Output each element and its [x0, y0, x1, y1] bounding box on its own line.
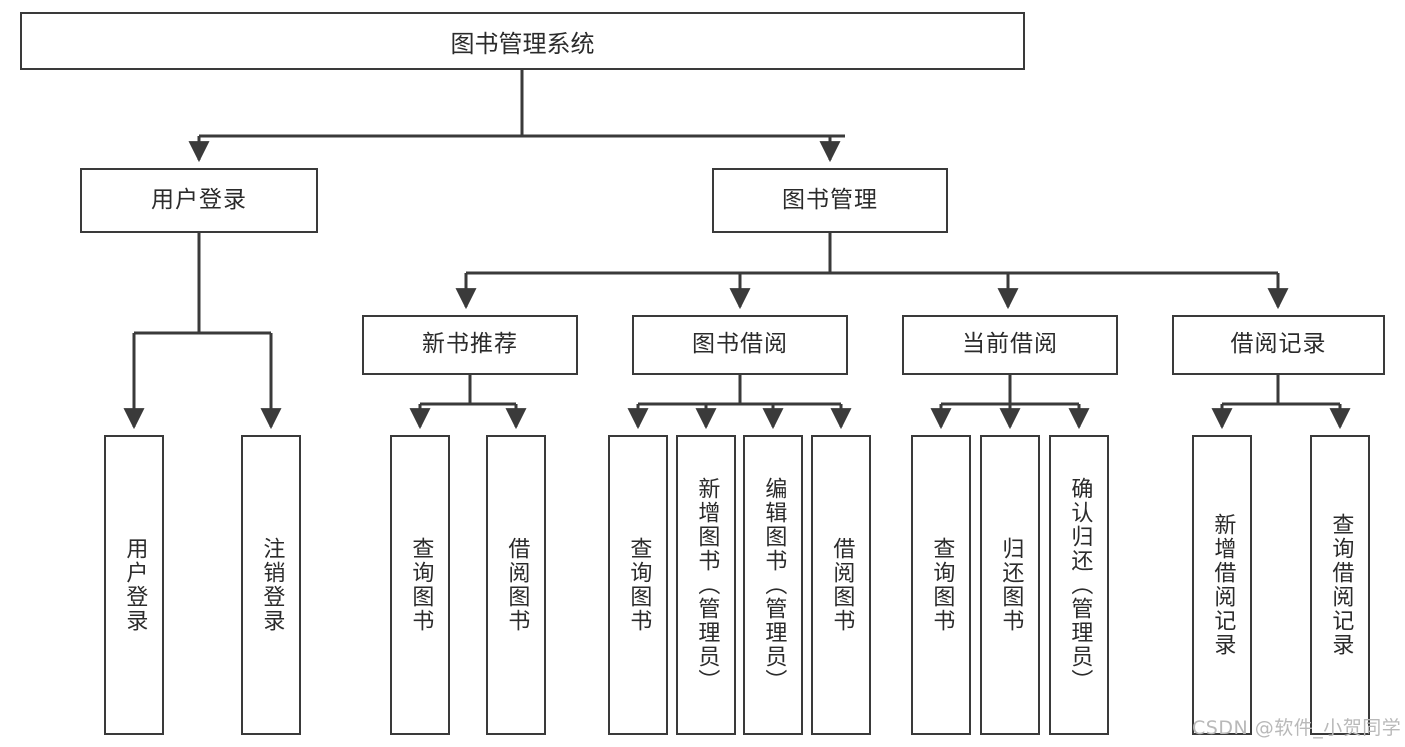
node-label: 借阅记录 [1230, 331, 1327, 358]
leaf-book-borrow-borrow-book[interactable]: 借阅图书 [811, 435, 871, 735]
node-book-borrow[interactable]: 图书借阅 [632, 315, 848, 375]
leaf-book-borrow-query-book[interactable]: 查询图书 [608, 435, 668, 735]
node-label: 新增图书（管理员） [694, 477, 720, 693]
node-label: 查询图书 [408, 537, 434, 633]
leaf-book-borrow-add-book[interactable]: 新增图书（管理员） [676, 435, 736, 735]
node-label: 新增借阅记录 [1210, 513, 1236, 657]
node-label: 借阅图书 [829, 537, 855, 633]
leaf-current-borrow-confirm-return[interactable]: 确认归还（管理员） [1049, 435, 1109, 735]
leaf-new-book-query-book[interactable]: 查询图书 [390, 435, 450, 735]
node-label: 用户登录 [151, 186, 247, 213]
node-label: 图书管理 [782, 186, 878, 213]
node-label: 借阅图书 [504, 537, 530, 633]
node-label: 确认归还（管理员） [1067, 477, 1093, 693]
leaf-book-borrow-edit-book[interactable]: 编辑图书（管理员） [743, 435, 803, 735]
node-root-system[interactable]: 图书管理系统 [20, 12, 1025, 70]
node-label: 用户登录 [122, 537, 148, 633]
node-book-management[interactable]: 图书管理 [712, 168, 948, 233]
node-label: 注销登录 [259, 537, 285, 633]
leaf-user-login-login[interactable]: 用户登录 [104, 435, 164, 735]
node-label: 图书管理系统 [450, 29, 595, 58]
node-label: 图书借阅 [692, 331, 788, 358]
leaf-new-book-borrow-book[interactable]: 借阅图书 [486, 435, 546, 735]
node-new-book-recommend[interactable]: 新书推荐 [362, 315, 578, 375]
leaf-borrow-records-query-record[interactable]: 查询借阅记录 [1310, 435, 1370, 735]
leaf-user-login-logout[interactable]: 注销登录 [241, 435, 301, 735]
leaf-current-borrow-query-book[interactable]: 查询图书 [911, 435, 971, 735]
node-label: 归还图书 [998, 537, 1024, 633]
node-label: 查询图书 [929, 537, 955, 633]
leaf-current-borrow-return-book[interactable]: 归还图书 [980, 435, 1040, 735]
csdn-watermark: CSDN @软件_小贺同学 [1192, 717, 1402, 739]
node-current-borrow[interactable]: 当前借阅 [902, 315, 1118, 375]
leaf-borrow-records-add-record[interactable]: 新增借阅记录 [1192, 435, 1252, 735]
node-user-login[interactable]: 用户登录 [80, 168, 318, 233]
node-label: 查询借阅记录 [1328, 513, 1354, 657]
node-label: 查询图书 [626, 537, 652, 633]
node-label: 编辑图书（管理员） [761, 477, 787, 693]
node-borrow-records[interactable]: 借阅记录 [1172, 315, 1385, 375]
node-label: 当前借阅 [962, 331, 1058, 358]
node-label: 新书推荐 [422, 331, 518, 358]
